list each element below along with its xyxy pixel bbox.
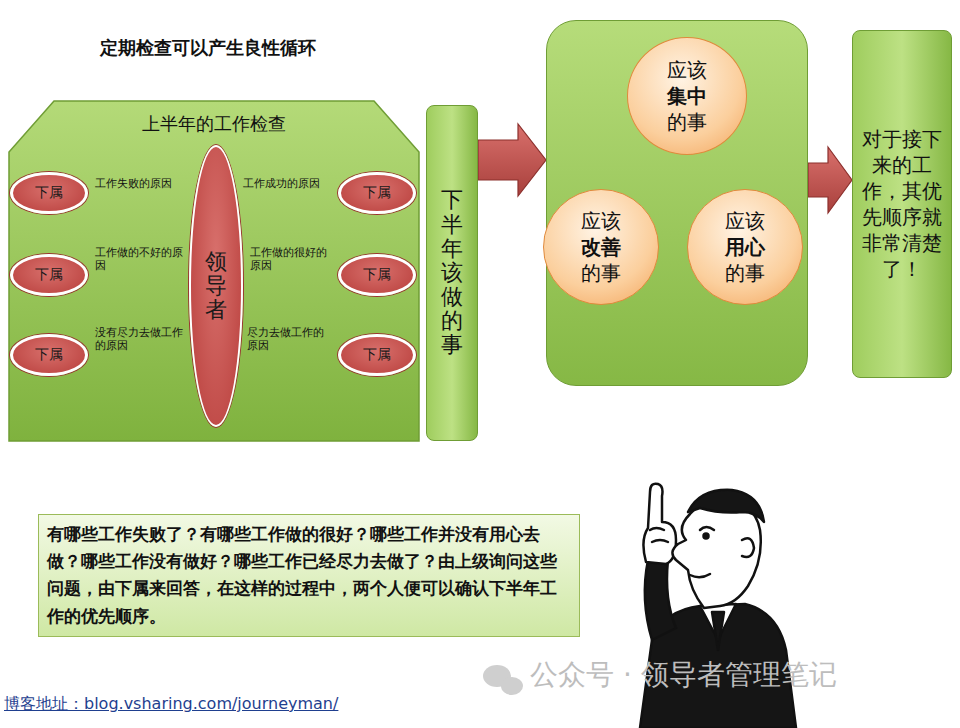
- oval-node: 下属: [338, 254, 416, 296]
- oval-node: 下属: [10, 172, 88, 214]
- circle-keyword: 集中: [667, 83, 707, 109]
- subordinate-text: 下属: [363, 346, 391, 364]
- note-text: 有哪些工作失败了？有哪些工作做的很好？哪些工作并没有用心去做？哪些工作没有做好？…: [47, 521, 571, 630]
- oval-node: 下属: [10, 254, 88, 296]
- edge-label: 尽力去做工作的原因: [247, 326, 333, 352]
- blog-address: 博客地址：blog.vsharing.com/journeyman/: [4, 694, 338, 715]
- wechat-icon: [483, 665, 523, 695]
- panel-heading: 上半年的工作检查: [8, 112, 420, 136]
- oval-node: 下属: [338, 334, 416, 376]
- circle-text: 应该: [725, 208, 765, 234]
- circle-node: 应该集中的事: [627, 37, 747, 155]
- oval-node: 下属: [338, 172, 416, 214]
- subordinate-text: 下属: [363, 266, 391, 284]
- circle-keyword: 用心: [725, 234, 765, 260]
- leader-text: 领导者: [205, 250, 227, 323]
- circle-text: 的事: [581, 260, 621, 286]
- subordinate-text: 下属: [363, 184, 391, 202]
- edge-label: 工作失败的原因: [95, 177, 191, 190]
- edge-label: 工作做的不好的原因: [95, 246, 184, 272]
- panel-shape: [9, 101, 419, 441]
- fat-arrow: [808, 147, 852, 213]
- subordinate-text: 下属: [35, 346, 63, 364]
- band-node: 下半年该做的事: [426, 105, 478, 441]
- pointing-man: [640, 484, 796, 728]
- circle-node: 应该改善的事: [543, 189, 659, 305]
- leader-node: 领导者: [189, 145, 243, 427]
- watermark: 公众号 · 领导者管理笔记: [530, 656, 837, 694]
- edge-label: 没有尽力去做工作的原因: [95, 326, 187, 352]
- circle-keyword: 改善: [581, 234, 621, 260]
- diagram-title: 定期检查可以产生良性循环: [100, 36, 316, 60]
- edge-label: 工作成功的原因: [243, 177, 333, 190]
- group-node: 应该集中的事应该改善的事应该用心的事: [546, 20, 808, 386]
- note-node: 有哪些工作失败了？有哪些工作做的很好？哪些工作并没有用心去做？哪些工作没有做好？…: [38, 514, 580, 637]
- circle-node: 应该用心的事: [687, 189, 803, 305]
- panel-node: 上半年的工作检查领导者下属下属下属下属下属下属: [8, 100, 420, 442]
- circle-text: 的事: [725, 260, 765, 286]
- circle-text: 的事: [667, 109, 707, 135]
- subordinate-text: 下属: [35, 266, 63, 284]
- subordinate-text: 下属: [35, 184, 63, 202]
- oval-node: 下属: [10, 334, 88, 376]
- endband-node: 对于接下来的工作，其优先顺序就非常清楚了！: [852, 30, 952, 378]
- band-text: 下半年该做的事: [441, 188, 463, 357]
- circle-text: 应该: [581, 208, 621, 234]
- circle-text: 应该: [667, 57, 707, 83]
- edge-label: 工作做的很好的原因: [250, 246, 333, 272]
- fat-arrow: [478, 124, 546, 196]
- result-text: 对于接下来的工作，其优先顺序就非常清楚了！: [861, 126, 943, 282]
